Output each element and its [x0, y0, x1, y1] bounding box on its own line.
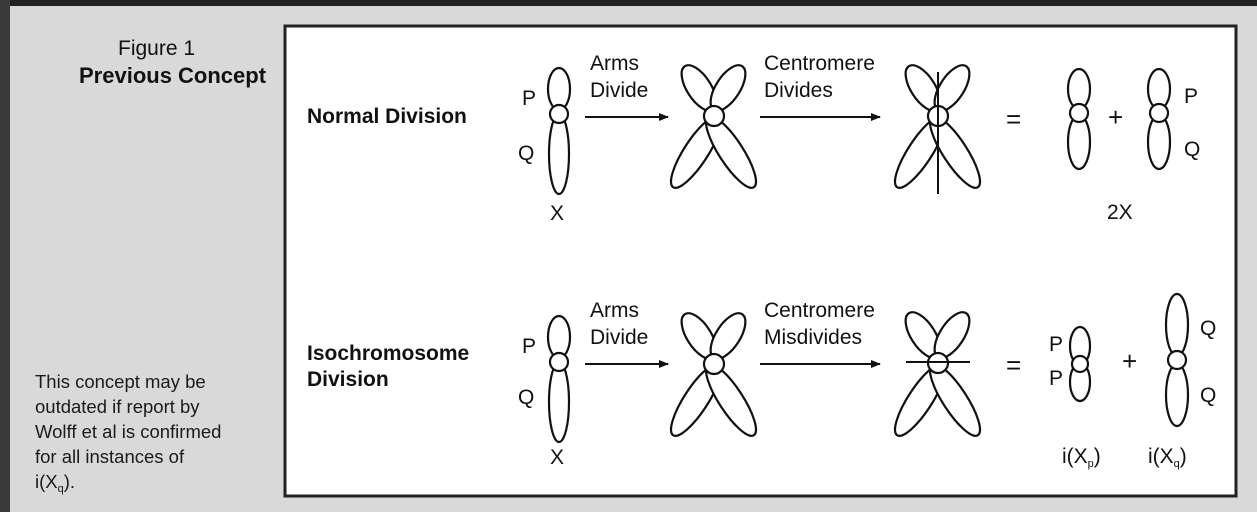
step-iso-misdivides: Misdivides [764, 327, 862, 348]
step-normal-divide: Divide [590, 80, 648, 101]
isochromosome-xp [1070, 327, 1090, 401]
note-line-1: This concept may be [35, 373, 206, 392]
chromosome-iso-x [548, 316, 570, 442]
chromosome-normal-result-1 [1068, 69, 1090, 169]
left-rule [0, 0, 10, 512]
note-line-2: outdated if report by [35, 398, 200, 417]
label-i-xq: i(Xq) [1148, 446, 1187, 470]
label-normal-result-q: Q [1184, 139, 1200, 160]
label-iso-x: X [550, 447, 564, 468]
row-title-normal: Normal Division [307, 106, 467, 127]
figure-caption: Figure 1 [118, 38, 195, 59]
label-normal-result-p: P [1184, 86, 1198, 107]
chromosome-normal-result-2 [1148, 69, 1170, 169]
row-title-iso-1: Isochromosome [307, 343, 469, 364]
row-title-iso-2: Division [307, 369, 389, 390]
label-iso-left-p2: P [1049, 368, 1063, 389]
label-normal-p: P [522, 88, 536, 109]
label-normal-x: X [550, 203, 564, 224]
label-iso-q: Q [518, 387, 534, 408]
plus-iso: + [1122, 348, 1137, 374]
step-normal-divides: Divides [764, 80, 833, 101]
label-iso-p: P [522, 336, 536, 357]
equals-normal: = [1006, 106, 1021, 132]
step-normal-arms: Arms [590, 53, 639, 74]
label-iso-right-q2: Q [1200, 385, 1216, 406]
plus-normal: + [1108, 104, 1123, 130]
note-line-5: i(Xq). [35, 473, 75, 495]
label-iso-right-q1: Q [1200, 318, 1216, 339]
step-iso-divide: Divide [590, 327, 648, 348]
step-normal-centromere: Centromere [764, 53, 875, 74]
label-normal-q: Q [518, 143, 534, 164]
label-2x: 2X [1107, 202, 1133, 223]
note-line-4: for all instances of [35, 448, 184, 467]
chromosome-normal-x [548, 68, 570, 194]
label-iso-left-p1: P [1049, 334, 1063, 355]
top-rule [0, 0, 1257, 6]
label-i-xp: i(Xp) [1062, 446, 1101, 470]
diagram-box [285, 26, 1236, 496]
equals-iso: = [1006, 352, 1021, 378]
step-iso-centromere: Centromere [764, 300, 875, 321]
isochromosome-xq [1166, 294, 1188, 426]
note-line-3: Wolff et al is confirmed [35, 423, 221, 442]
figure-heading: Previous Concept [79, 65, 266, 87]
step-iso-arms: Arms [590, 300, 639, 321]
